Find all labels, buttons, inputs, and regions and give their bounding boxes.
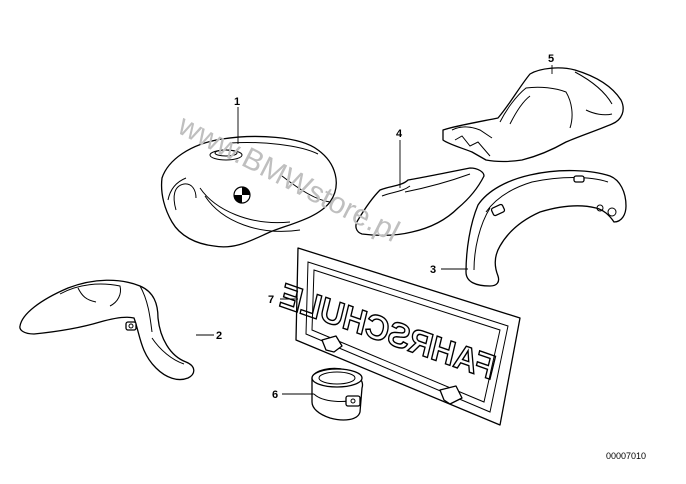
seat-tail-section <box>442 67 624 163</box>
callout-3: 3 <box>430 264 436 276</box>
leader-lines <box>196 65 553 395</box>
callout-6: 6 <box>272 389 278 401</box>
reference-code: 00007010 <box>606 451 646 461</box>
plate-clip-left <box>321 335 343 353</box>
callout-5: 5 <box>548 53 554 65</box>
fuel-tank <box>160 135 337 248</box>
front-fender <box>19 279 195 381</box>
side-cover <box>355 167 485 236</box>
callout-7: 7 <box>268 294 274 306</box>
plate-clip-right <box>439 385 463 405</box>
rear-fender <box>465 169 627 287</box>
callout-2: 2 <box>216 330 222 342</box>
callout-4: 4 <box>396 128 403 140</box>
callout-1: 1 <box>234 96 240 108</box>
rubber-sleeve <box>311 367 364 421</box>
